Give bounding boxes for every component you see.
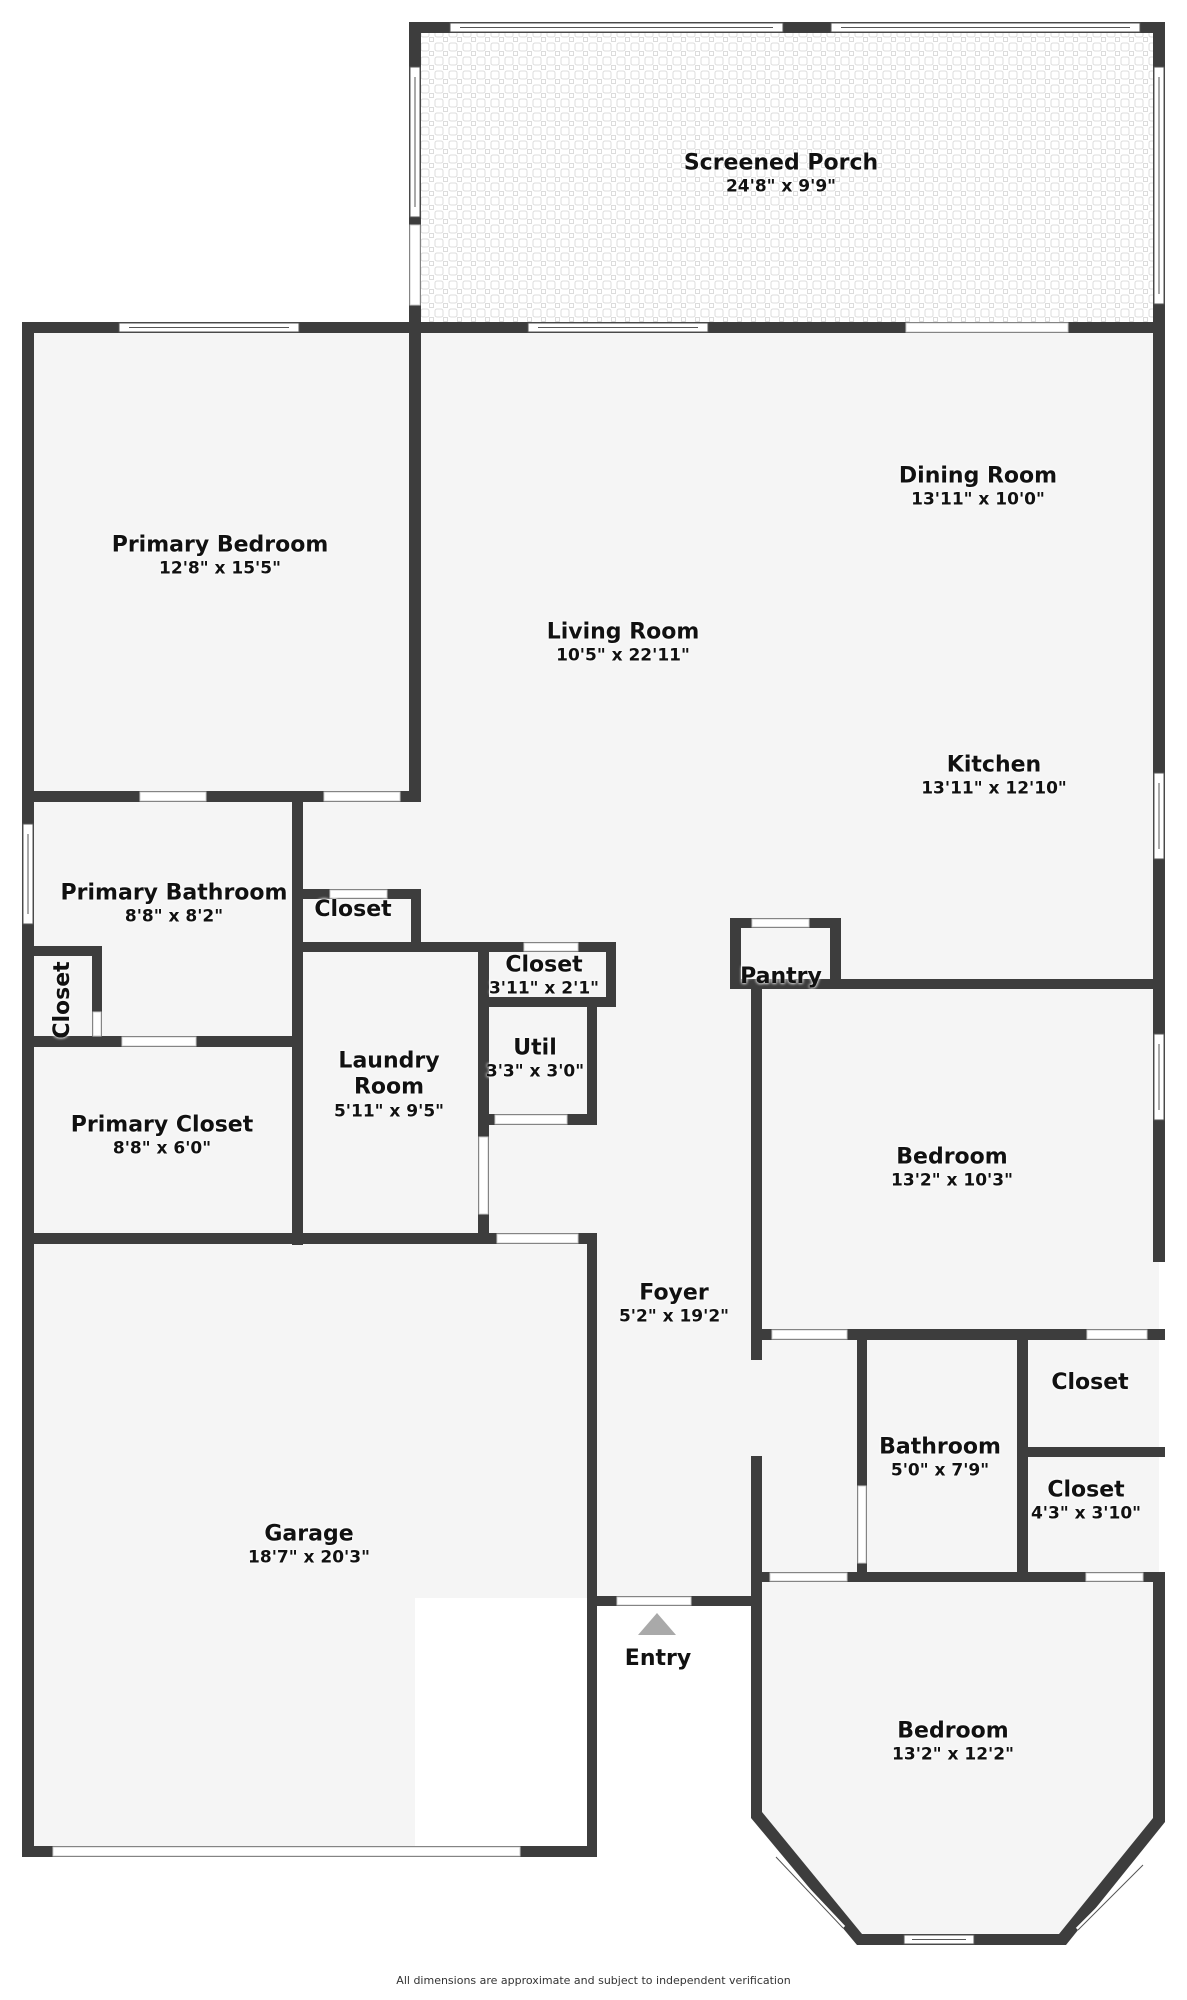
- room-dimensions: 5'11" x 9'5": [333, 1101, 445, 1122]
- room-name: Dining Room: [898, 463, 1058, 489]
- floors: [28, 28, 1159, 1940]
- room-name: Primary Bathroom: [60, 880, 288, 906]
- room-name: Closet: [1047, 1477, 1125, 1503]
- room-dimensions: 18'7" x 20'3": [248, 1548, 370, 1568]
- entry-exterior: [592, 1601, 756, 1861]
- disclaimer-text: All dimensions are approximate and subje…: [396, 1974, 791, 1987]
- room-label-closet-hall-small: Closet: [314, 897, 391, 923]
- room-name: Kitchen: [946, 752, 1042, 778]
- room-name: Bedroom: [896, 1144, 1008, 1170]
- room-name: Bedroom: [897, 1718, 1009, 1744]
- entry-label: Entry: [625, 1646, 691, 1672]
- room-name: Closet: [1051, 1369, 1129, 1395]
- windows: [22, 22, 1165, 1945]
- room-dimensions: 3'11" x 2'1": [488, 979, 600, 999]
- room-name: Primary Closet: [70, 1112, 254, 1138]
- room-dimensions: 24'8" x 9'9": [725, 177, 837, 197]
- room-dimensions: 13'2" x 10'3": [891, 1171, 1013, 1191]
- room-dimensions: 13'2" x 12'2": [892, 1745, 1014, 1765]
- room-name: Bathroom: [879, 1434, 1001, 1460]
- room-name: Primary Bedroom: [111, 532, 329, 558]
- room-name: Foyer: [639, 1280, 709, 1306]
- room-dimensions: 8'8" x 8'2": [124, 907, 224, 927]
- room-name: Closet: [505, 952, 583, 978]
- room-dimensions: 4'3" x 3'10": [1030, 1504, 1142, 1524]
- entry-text: Entry: [624, 1645, 692, 1671]
- room-label-closet-right-top: Closet: [1051, 1370, 1128, 1396]
- house-floor-left: [28, 328, 415, 1852]
- porch-floor: [415, 28, 1159, 328]
- room-name: Garage: [264, 1521, 354, 1547]
- entry-arrow-icon: [638, 1613, 676, 1635]
- room-name: Closet: [49, 961, 75, 1039]
- room-dimensions: 13'11" x 10'0": [911, 490, 1045, 510]
- room-dimensions: 10'5" x 22'11": [556, 646, 690, 666]
- room-label-primary-closet-small: Closet: [50, 961, 76, 1038]
- room-dimensions: 5'0" x 7'9": [890, 1461, 990, 1481]
- room-dimensions: 12'8" x 15'5": [159, 559, 281, 579]
- room-name: Util: [513, 1035, 557, 1061]
- room-name: Screened Porch: [683, 150, 879, 176]
- room-dimensions: 5'2" x 19'2": [618, 1307, 730, 1327]
- bedroom-2-floor: [756, 1577, 1159, 1940]
- room-name: Laundry Room: [338, 1048, 440, 1100]
- room-name: Living Room: [546, 619, 700, 645]
- room-name: Pantry: [740, 963, 822, 989]
- room-dimensions: 3'3" x 3'0": [485, 1062, 585, 1082]
- room-dimensions: 8'8" x 6'0": [112, 1139, 212, 1159]
- door-openings: [52, 322, 1148, 1857]
- room-name: Closet: [314, 896, 392, 922]
- room-label-pantry: Pantry: [740, 964, 822, 990]
- house-floor-main: [415, 328, 1159, 1598]
- room-dimensions: 13'11" x 12'10": [921, 779, 1067, 799]
